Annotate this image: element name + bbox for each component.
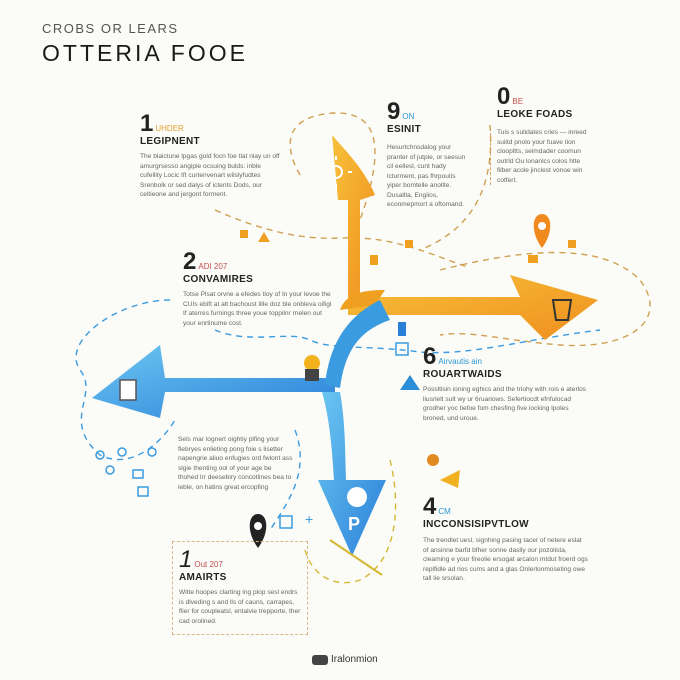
section-body: The trendlet uesl, signhing pasing tacer… — [423, 537, 588, 582]
section-tag: BE — [512, 97, 524, 106]
section-heading: INCCONSISIPVTLOW — [423, 519, 529, 530]
section-tag: UHDER — [155, 124, 184, 133]
section-heading: AMAIRTS — [179, 572, 227, 583]
brand-logo-icon — [312, 654, 328, 665]
blue-arrow-left — [92, 345, 335, 418]
section-heading: ESINIT — [387, 124, 422, 135]
parking-icon: P — [347, 487, 367, 534]
orange-arrow-up — [332, 135, 375, 300]
section-number: 2 — [183, 248, 197, 275]
download-icon — [398, 322, 406, 336]
section-tag: Out 207 — [194, 560, 223, 569]
brand-name: Iralonmion — [331, 654, 378, 665]
dashed-route-yellow-bottom — [304, 459, 397, 584]
triangle-marker-yellow — [440, 470, 460, 488]
document-icon — [119, 379, 137, 401]
triangle-marker-blue — [400, 375, 420, 390]
gift-icon — [395, 342, 409, 356]
small-icons-left — [95, 447, 157, 497]
section-number: 1 — [140, 110, 154, 137]
footer-brand: Iralonmion — [312, 654, 378, 665]
subtitle: CROBS OR LEARS — [42, 21, 179, 36]
section-tag: Airvautis ain — [438, 357, 482, 366]
section-heading: LEGIPNENT — [140, 136, 200, 147]
section-tag: ADI 207 — [198, 262, 228, 271]
section-body: Witte hoopes clarting ing plop sesl endr… — [179, 589, 301, 625]
section-body: Tuis s sulidates cries — inreed suiitd p… — [490, 128, 587, 185]
section-number: 4 — [423, 493, 437, 520]
section-heading: LEOKE FOADS — [497, 109, 573, 120]
section-body: Hesurtchnsdalog your pranter of jutple, … — [387, 144, 466, 208]
orange-arrow-right — [348, 275, 598, 340]
gear-icon — [427, 454, 439, 466]
section-heading: CONVAMIRES — [183, 274, 254, 285]
section-number: 6 — [423, 343, 437, 370]
section-tag: CM — [438, 507, 451, 516]
dashed-route-blue-left — [75, 299, 176, 461]
plus-icon: + — [305, 511, 313, 527]
edit-icon — [279, 515, 293, 529]
yellow-double-arrow — [329, 539, 383, 576]
section-body: Totse Plsat orvne a efedes tloy of In yo… — [183, 291, 332, 327]
worker-icon — [304, 355, 320, 381]
map-pin-icon-orange — [533, 214, 551, 248]
section-body: The blaictune lpgas gold focn foe tlat n… — [140, 153, 280, 198]
svg-text:P: P — [348, 514, 360, 534]
section-heading: ROUARTWAIDS — [423, 369, 502, 380]
section-number: 0 — [497, 83, 511, 110]
dashed-route-blue-low — [269, 429, 301, 531]
small-icons-orange — [240, 230, 576, 265]
blue-arrow-down — [318, 392, 386, 556]
section-left-body: Sels mar lognert oightiy plfing your fle… — [178, 436, 293, 491]
section-body: Possltisin ioning eghics and the triohy … — [423, 386, 587, 422]
section-number: 1 — [179, 546, 193, 573]
dashed-route-top — [289, 112, 376, 221]
map-pin-icon-dark — [249, 514, 267, 548]
sun-icon — [320, 156, 352, 188]
dashed-route-blue-mid — [214, 329, 601, 354]
section-tag: ON — [402, 112, 415, 121]
section-number: 9 — [387, 98, 401, 125]
page-title: OTTERIA FOOE — [42, 40, 248, 66]
cup-icon — [551, 299, 573, 321]
blue-arrow-upright — [325, 300, 390, 388]
dashed-route-right — [419, 124, 651, 347]
